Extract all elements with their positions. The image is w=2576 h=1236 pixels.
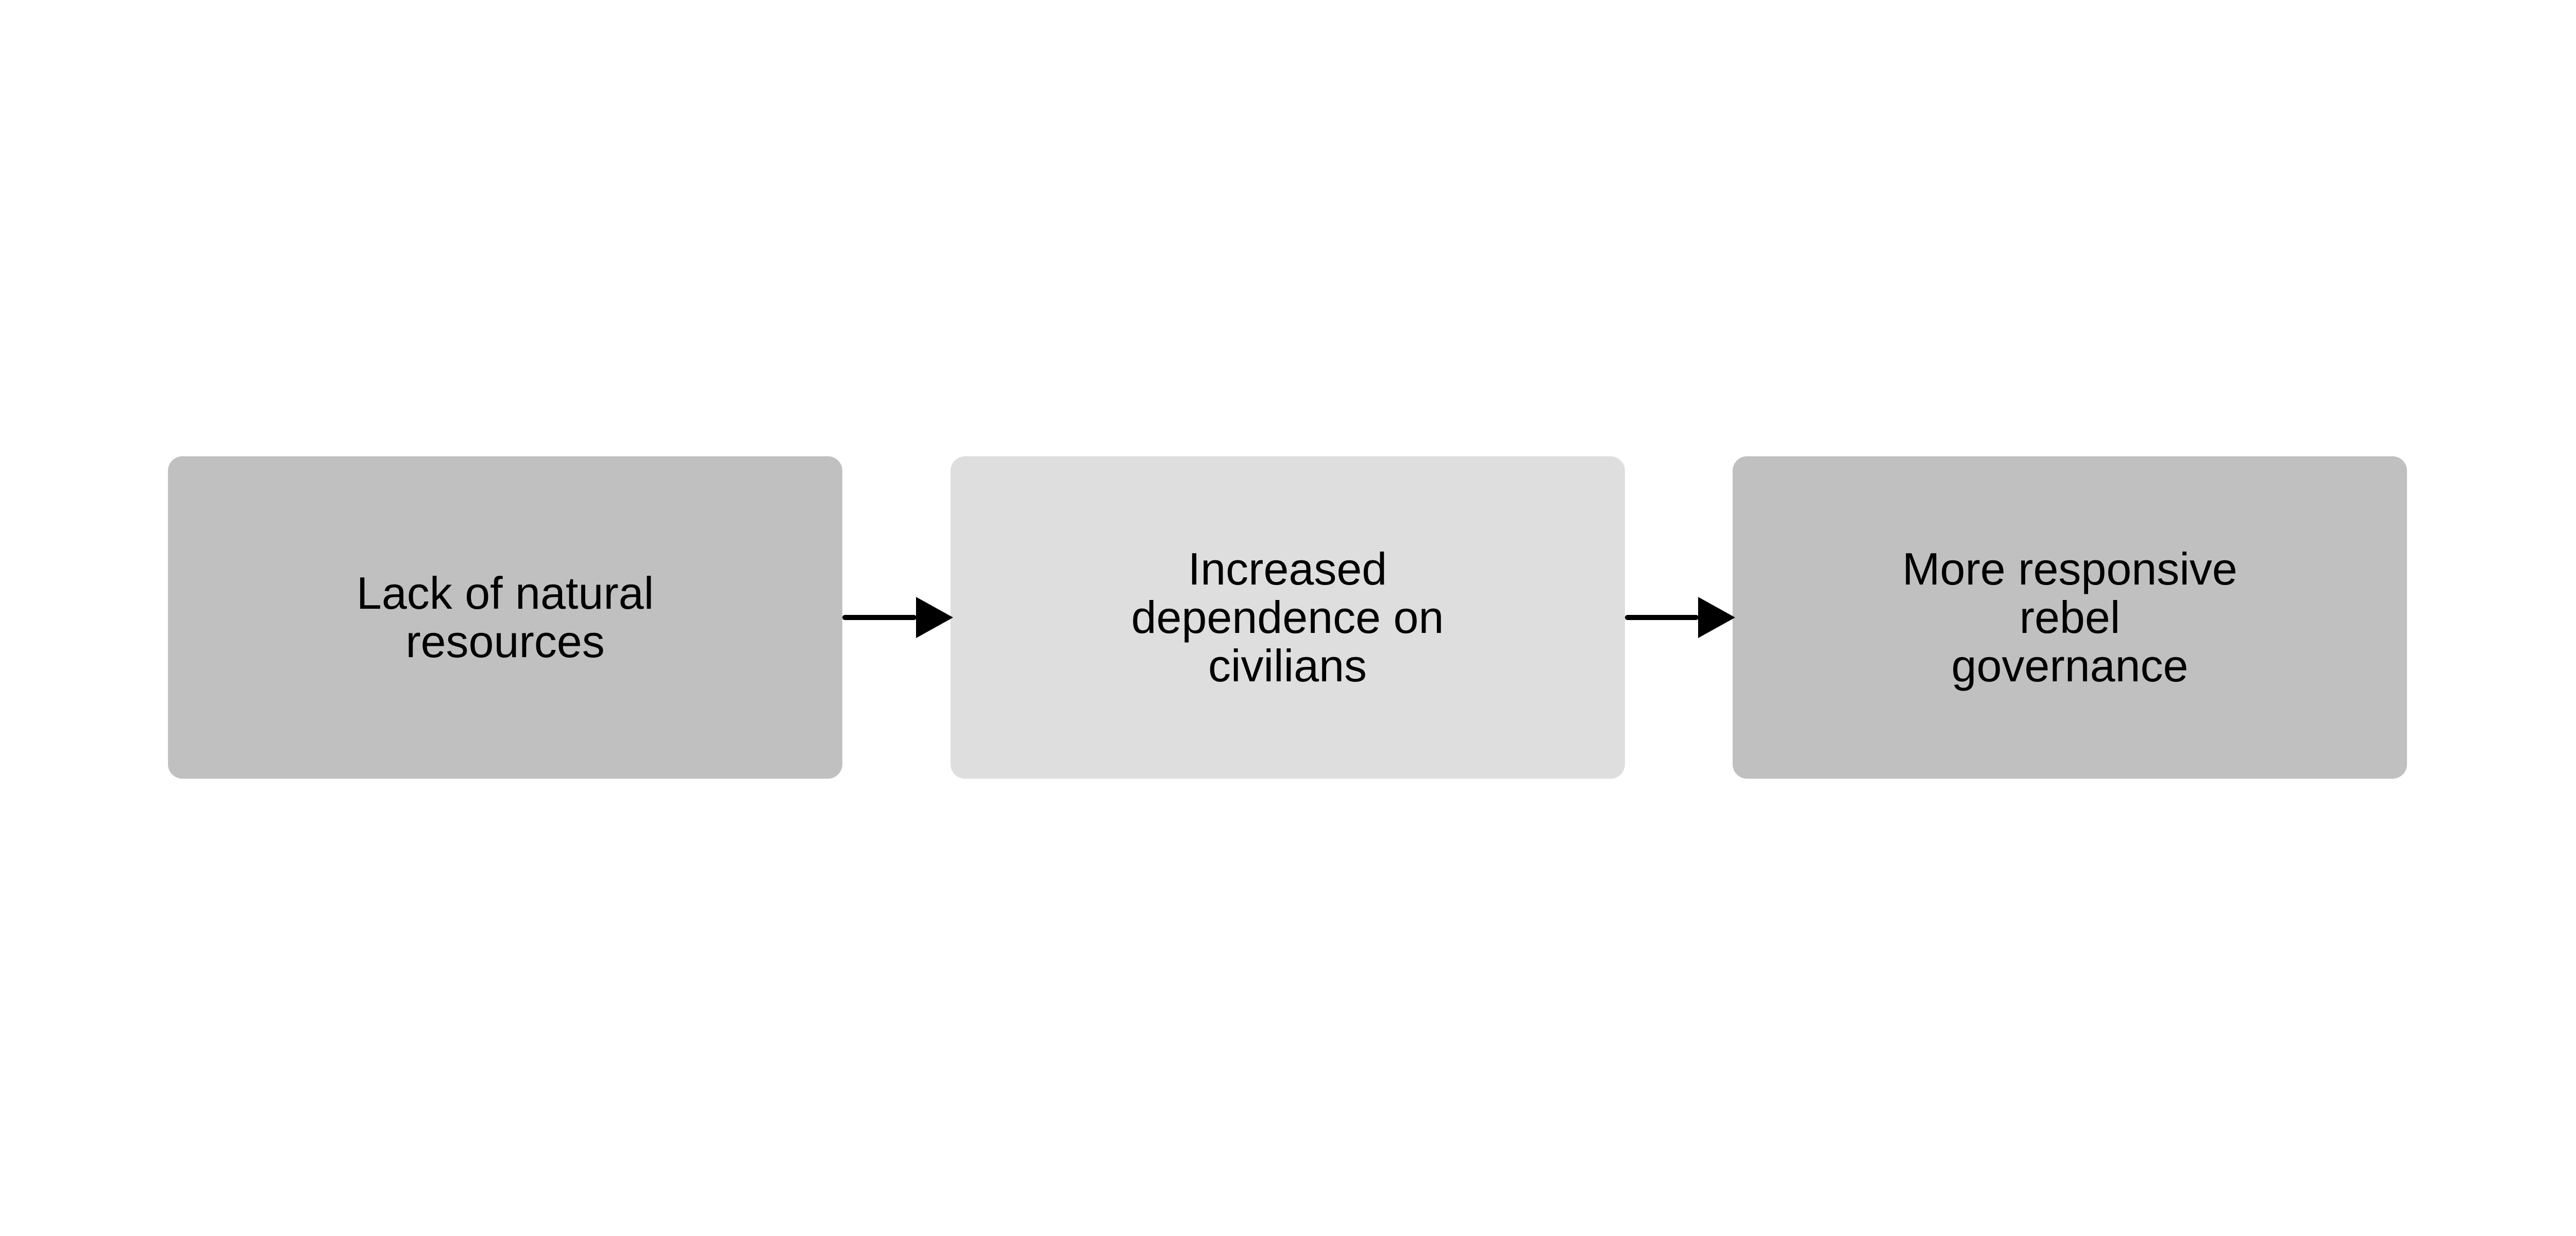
arrowhead-icon [916,597,953,638]
node-label: Increased dependence on civilians [1131,543,1444,691]
edge-dependence-to-governance [1624,456,1735,779]
edge-resources-to-dependence [842,456,953,779]
arrowhead-icon [1698,597,1735,638]
node-label: Lack of natural resources [356,568,654,667]
node-lack-of-natural-resources: Lack of natural resources [168,456,842,779]
edge-line [842,615,917,620]
edge-line [1624,615,1699,620]
node-increased-dependence-on-civilians: Increased dependence on civilians [950,456,1625,779]
node-label: More responsive rebel governance [1902,543,2238,691]
flow-diagram: Lack of natural resources Increased depe… [168,456,2407,779]
node-more-responsive-rebel-governance: More responsive rebel governance [1733,456,2407,779]
